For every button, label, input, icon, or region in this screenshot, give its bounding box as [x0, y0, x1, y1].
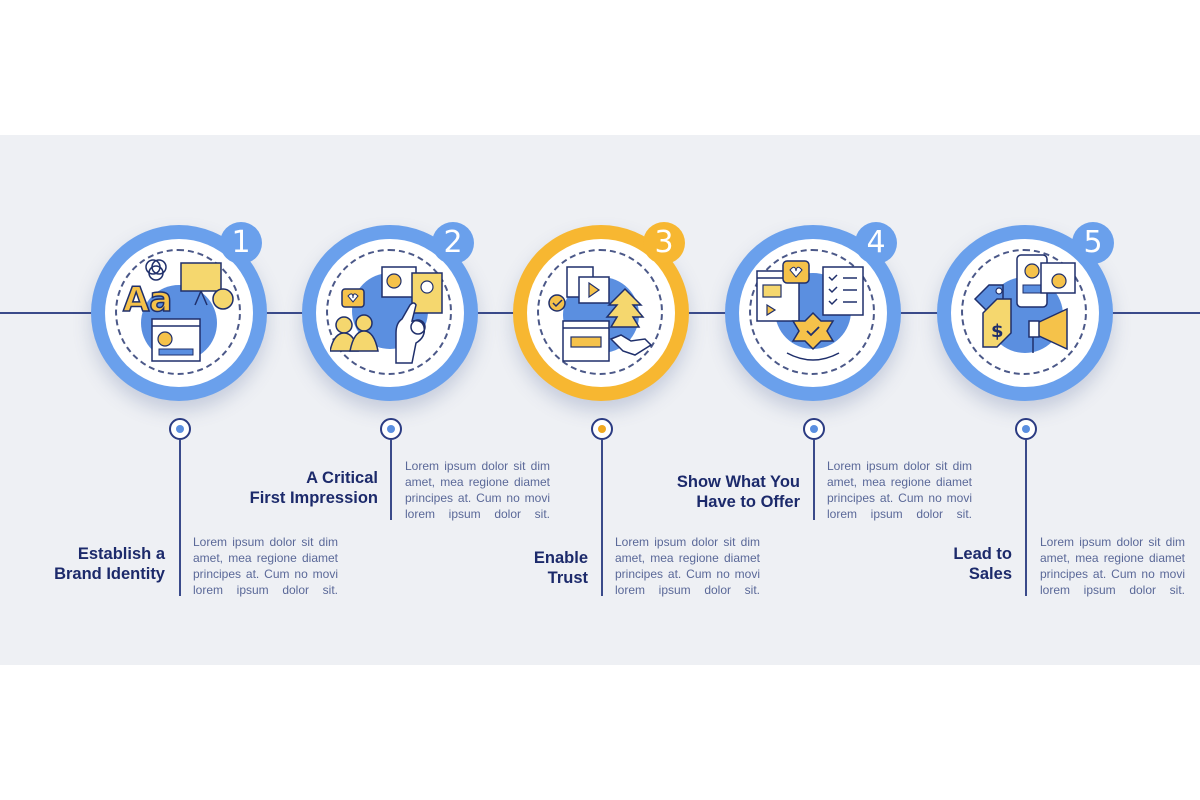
- brand-identity-icon: Aa: [122, 259, 234, 362]
- step-2-number: 2: [432, 222, 474, 264]
- svg-text:Aa: Aa: [123, 280, 172, 320]
- sales-megaphone-icon: $: [973, 254, 1076, 353]
- step-4-connector: [813, 440, 815, 520]
- step-4-marker: [803, 418, 825, 440]
- step-1-connector: [179, 440, 181, 596]
- step-5-connector: [1025, 440, 1027, 596]
- step-5-title: Lead to Sales: [953, 545, 1012, 583]
- step-1-title: Establish a Brand Identity: [54, 545, 165, 583]
- step-2-marker: [380, 418, 402, 440]
- step-3-marker: [591, 418, 613, 440]
- step-2-description: Lorem ipsum dolor sit dim amet, mea regi…: [405, 459, 550, 521]
- step-2-connector: [390, 440, 392, 520]
- first-impression-icon: [330, 266, 443, 364]
- step-5-marker: [1015, 418, 1037, 440]
- step-3-number: 3: [643, 222, 685, 264]
- svg-text:$: $: [991, 321, 1004, 342]
- step-4-title: Show What You Have to Offer: [676, 473, 800, 511]
- step-5-description: Lorem ipsum dolor sit dim amet, mea regi…: [1040, 535, 1185, 597]
- trust-handshake-icon: [548, 266, 653, 362]
- step-2-title: A Critical First Impression: [249, 469, 378, 507]
- step-5-number: 5: [1072, 222, 1114, 264]
- step-3-description: Lorem ipsum dolor sit dim amet, mea regi…: [615, 535, 760, 597]
- step-3-connector: [601, 440, 603, 596]
- step-1-marker: [169, 418, 191, 440]
- step-5-ring: $: [937, 225, 1113, 401]
- step-4-number: 4: [855, 222, 897, 264]
- step-3-title: Enable Trust: [533, 549, 588, 587]
- step-1-description: Lorem ipsum dolor sit dim amet, mea regi…: [193, 535, 338, 597]
- step-3-ring: [513, 225, 689, 401]
- step-4-description: Lorem ipsum dolor sit dim amet, mea regi…: [827, 459, 972, 521]
- step-4-ring: [725, 225, 901, 401]
- step-1-number: 1: [220, 222, 262, 264]
- offer-checklist-icon: [756, 260, 864, 361]
